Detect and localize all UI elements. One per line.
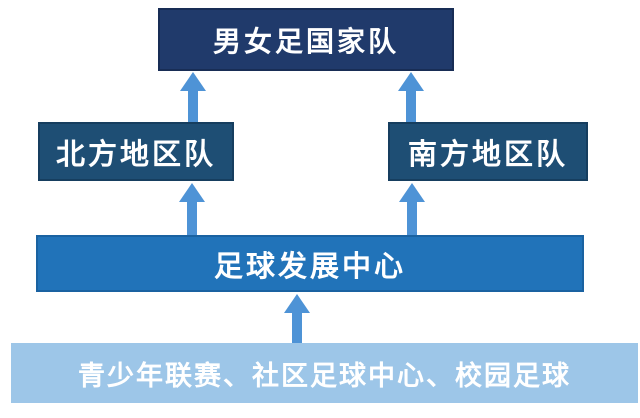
node-national-team-label: 男女足国家队 — [212, 25, 399, 57]
up-arrow-grassroots-to-center — [284, 294, 310, 343]
node-football-development-center-label: 足球发展中心 — [213, 250, 406, 283]
arrow-shaft — [406, 91, 416, 122]
arrow-head-icon — [284, 294, 310, 313]
node-national-team: 男女足国家队 — [158, 8, 454, 71]
arrow-head-icon — [399, 183, 425, 202]
up-arrow-center-to-south — [399, 183, 425, 235]
node-grassroots-programs-label: 青少年联赛、社区足球中心、校园足球 — [78, 360, 571, 391]
arrow-head-icon — [179, 183, 205, 202]
arrow-shaft — [407, 202, 417, 235]
up-arrow-center-to-north — [179, 183, 205, 235]
up-arrow-north-to-national — [180, 72, 206, 122]
up-arrow-south-to-national — [398, 72, 424, 122]
node-south-regional-team-label: 南方地区队 — [407, 138, 568, 171]
node-grassroots-programs: 青少年联赛、社区足球中心、校园足球 — [11, 343, 638, 403]
arrow-shaft — [292, 313, 302, 343]
arrow-head-icon — [180, 72, 206, 91]
arrow-shaft — [188, 91, 198, 122]
node-football-development-center: 足球发展中心 — [36, 235, 584, 292]
node-south-regional-team: 南方地区队 — [388, 122, 588, 181]
arrow-shaft — [187, 202, 197, 235]
arrow-head-icon — [398, 72, 424, 91]
node-north-regional-team-label: 北方地区队 — [55, 138, 216, 171]
node-north-regional-team: 北方地区队 — [38, 122, 234, 181]
